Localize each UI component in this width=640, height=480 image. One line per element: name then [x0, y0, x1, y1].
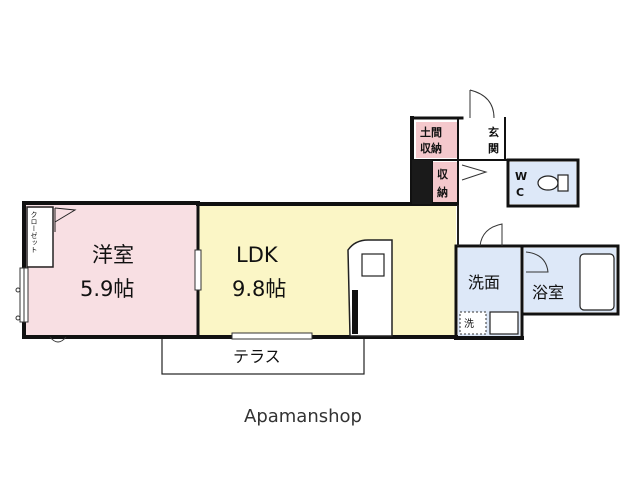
- entrance-door: [469, 89, 495, 119]
- storage-line2: 納: [437, 185, 448, 199]
- bathtub: [579, 253, 615, 311]
- ldk-size: 9.8帖: [232, 277, 286, 301]
- doma-storage-fill: [416, 122, 458, 158]
- storage-line1: 収: [437, 168, 449, 181]
- vanity: [489, 311, 519, 335]
- storage-fill: [432, 162, 458, 202]
- toilet: [537, 174, 569, 192]
- washer-space: [459, 311, 487, 335]
- terrace-area: [161, 337, 365, 375]
- brand-logo: Apamanshop: [244, 406, 362, 427]
- terrace-label: テラス: [233, 347, 281, 366]
- kitchen-counter: [347, 239, 393, 337]
- wc-line2: C: [516, 186, 524, 199]
- washroom-label: 洗面: [468, 273, 500, 292]
- closet-outline: [26, 206, 54, 268]
- wc-line1: W: [515, 170, 527, 183]
- ldk-name: LDK: [236, 243, 279, 267]
- bath-door: [525, 251, 549, 273]
- entrance-line1: 玄: [488, 125, 499, 139]
- closet-door-swing: [54, 207, 77, 223]
- closet-fill: [27, 208, 53, 266]
- wash-door: [479, 223, 503, 247]
- ldk-south-window: [231, 332, 313, 340]
- western-room-door: [49, 336, 67, 343]
- entrance-line2: 関: [488, 142, 499, 155]
- doma-storage-line2: 収納: [420, 141, 442, 155]
- western-room-name: 洋室: [92, 243, 134, 267]
- closet-label: クローゼット: [30, 211, 38, 253]
- western-room-size: 5.9帖: [80, 277, 134, 301]
- wall-block: [412, 160, 432, 204]
- washer-label: 洗: [464, 318, 474, 330]
- ldk-fill: [198, 205, 456, 336]
- doma-storage-line1: 土間: [420, 125, 442, 139]
- bath-label: 浴室: [532, 283, 564, 302]
- storage-door: [461, 164, 488, 181]
